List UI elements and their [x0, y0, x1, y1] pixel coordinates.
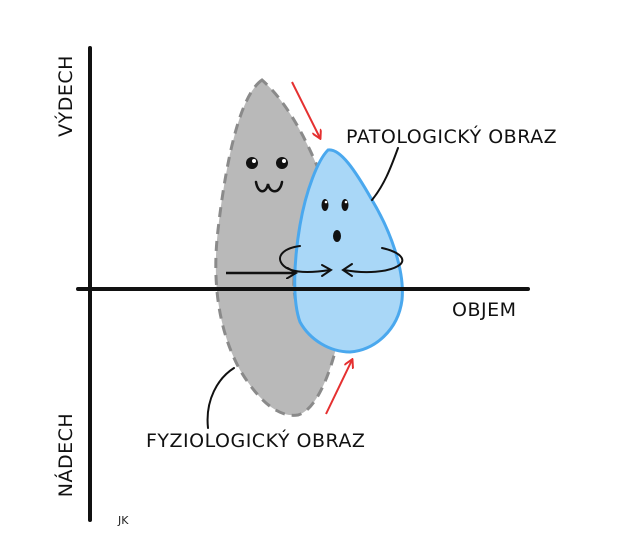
y-top-label: VÝDECH [54, 55, 77, 137]
grey-eye-right [276, 157, 288, 169]
x-axis-label: OBJEM [452, 299, 517, 321]
physiological-label: FYZIOLOGICKÝ OBRAZ [146, 429, 365, 452]
blue-eye-left [321, 199, 329, 211]
grey-eye-left [246, 157, 258, 169]
blue-mouth [333, 230, 341, 242]
pathological-loop [293, 148, 404, 354]
signature: JK [117, 514, 129, 527]
red-arrow-bottom [325, 360, 352, 415]
motion-stroke-left [279, 245, 331, 273]
pathological-leader [371, 147, 399, 201]
grey-smile [254, 180, 284, 193]
pathological-label: PATOLOGICKÝ OBRAZ [346, 125, 557, 148]
y-bottom-label: NÁDECH [54, 413, 77, 497]
red-arrow-top [291, 81, 320, 138]
blue-eye-right [341, 199, 349, 211]
motion-stroke-right [343, 247, 404, 274]
physiological-leader [206, 367, 235, 429]
